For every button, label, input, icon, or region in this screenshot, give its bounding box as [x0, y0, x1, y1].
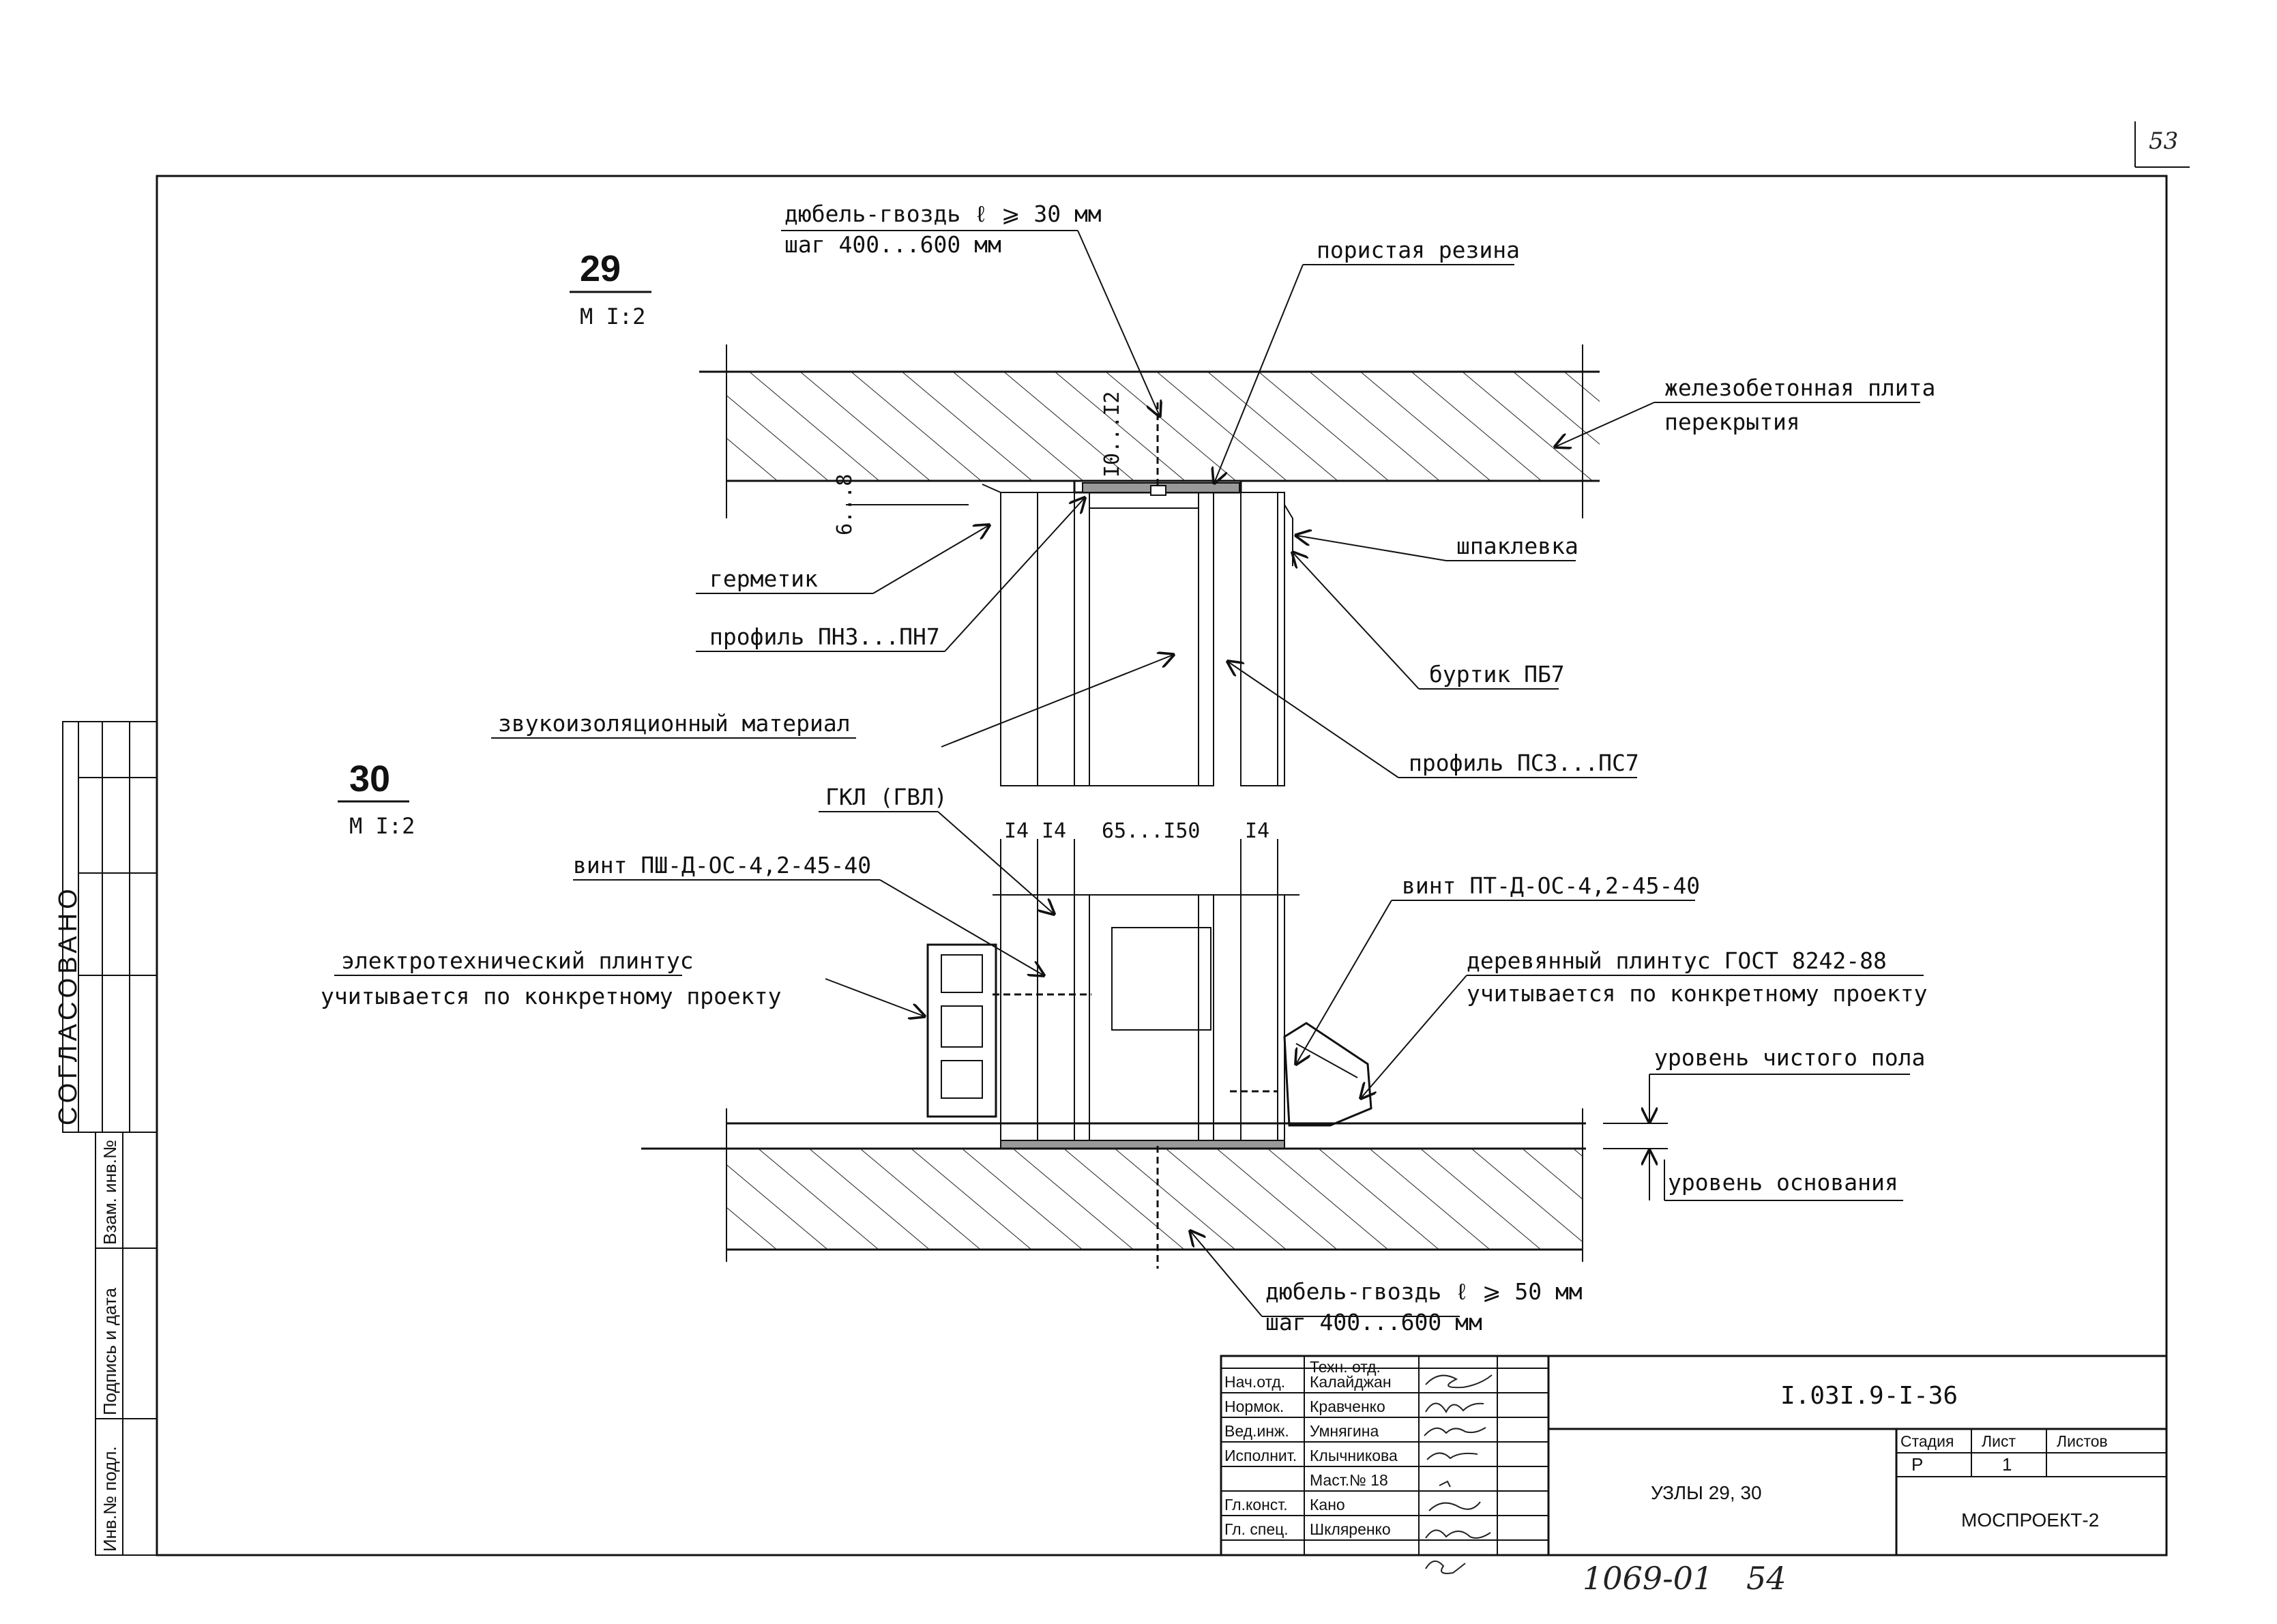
label-slab-1: железобетонная плита: [1664, 374, 1935, 401]
label-profile-pn: профиль ПН3...ПН7: [709, 623, 940, 650]
org-name: МОСПРОЕКТ-2: [1961, 1509, 2099, 1531]
label-dowel-bot-1: дюбель-гвоздь ℓ ⩾ 50 мм: [1265, 1278, 1583, 1305]
detail-30-number: 30: [349, 758, 390, 799]
label-screw-right: винт ПТ-Д-ОС-4,2-45-40: [1402, 872, 1700, 899]
label-plinth-el-2: учитывается по конкретному проекту: [321, 983, 782, 1009]
label-slab-2: перекрытия: [1664, 409, 1800, 435]
dim-65-150: 65...I50: [1102, 819, 1201, 843]
label-plinth-el-1: электротехнический плинтус: [341, 947, 694, 974]
stage-header: Стадия: [1900, 1432, 1954, 1450]
label-sound: звукоизоляционный материал: [498, 710, 851, 737]
sheet-number: 53: [2149, 128, 2178, 155]
gap-dim-10-12: I0...I2: [1100, 392, 1124, 477]
side-stamp-sign: Подпись и дата: [100, 1287, 120, 1415]
side-stamp-replace: Взам. инв.№: [100, 1140, 120, 1245]
label-plinth-wood-2: учитывается по конкретному проекту: [1467, 980, 1928, 1007]
sheets-header: Листов: [2057, 1432, 2108, 1450]
label-floor-base: уровень основания: [1668, 1169, 1898, 1196]
electric-plinth: [926, 943, 997, 1118]
side-stamp-inv: Инв.№ подл.: [100, 1446, 120, 1552]
label-sealant: герметик: [709, 565, 818, 592]
tb-name-4: Клычникова: [1310, 1447, 1398, 1464]
tb-name-3: Умнягина: [1310, 1422, 1379, 1440]
tb-role-4: Исполнит.: [1224, 1447, 1297, 1464]
level-marks: [1603, 1074, 1910, 1201]
tb-name-0: Техн. отд.: [1310, 1358, 1381, 1376]
label-floor-clean: уровень чистого пола: [1654, 1044, 1925, 1071]
label-putty: шпаклевка: [1456, 533, 1578, 559]
doc-code: I.03I.9-I-36: [1780, 1382, 1958, 1410]
label-dowel-top-2: шаг 400...600 мм: [784, 231, 1001, 258]
label-plinth-wood-1: деревянный плинтус ГОСТ 8242-88: [1467, 947, 1887, 974]
footer-note-1: 1069-01: [1583, 1560, 1713, 1597]
label-rubber: пористая резина: [1317, 237, 1520, 263]
tb-role-6: Гл.конст.: [1224, 1496, 1288, 1514]
sheet-header: Лист: [1982, 1432, 2016, 1450]
tb-role-7: Гл. спец.: [1224, 1520, 1289, 1538]
detail-30-scale: М I:2: [349, 813, 415, 839]
stage-value: Р: [1911, 1454, 1923, 1475]
tb-role-2: Нормок.: [1224, 1398, 1284, 1415]
label-dowel-bot-2: шаг 400...600 мм: [1265, 1309, 1482, 1335]
dim-14-c: I4: [1245, 819, 1269, 843]
detail-29-scale: М I:2: [580, 304, 645, 329]
leaders-bottom: [334, 811, 1924, 1317]
label-dowel-top-1: дюбель-гвоздь ℓ ⩾ 30 мм: [784, 201, 1102, 227]
side-stamp: [62, 721, 158, 1556]
dim-14-a: I4: [1004, 819, 1029, 843]
detail-29-number: 29: [580, 248, 621, 289]
label-gkl: ГКЛ (ГВЛ): [825, 784, 947, 810]
label-screw-left: винт ПШ-Д-ОС-4,2-45-40: [573, 852, 871, 879]
sheet-value: 1: [2002, 1454, 2012, 1475]
tb-role-3: Вед.инж.: [1224, 1422, 1289, 1440]
wall-section-bottom: [993, 894, 1285, 1149]
tb-name-7: Шкляренко: [1310, 1520, 1391, 1538]
wall-section-top: [982, 402, 1293, 786]
dim-14-b: I4: [1042, 819, 1066, 843]
leaders-top: [491, 230, 1920, 778]
tb-role-1: Нач.отд.: [1224, 1373, 1285, 1391]
label-profile-ps: профиль ПС3...ПС7: [1409, 750, 1639, 776]
drawing-title: УЗЛЫ 29, 30: [1651, 1482, 1762, 1503]
wood-plinth: [1283, 1022, 1372, 1127]
tb-name-5: Маст.№ 18: [1310, 1471, 1388, 1489]
side-stamp-approved: СОГЛАСОВАНО: [54, 885, 83, 1125]
tb-name-1: Калайджан: [1310, 1373, 1392, 1391]
signatures: [1424, 1374, 1493, 1574]
tb-name-6: Кано: [1310, 1496, 1345, 1514]
title-block: [1220, 1355, 2168, 1556]
dimension-line: [993, 839, 1299, 904]
footer-note-2: 54: [1746, 1560, 1787, 1597]
label-bead: буртик ПБ7: [1429, 661, 1565, 688]
ceiling-slab: [699, 344, 1600, 518]
floor-slab: [641, 1108, 1586, 1269]
tb-name-2: Кравченко: [1310, 1398, 1385, 1415]
